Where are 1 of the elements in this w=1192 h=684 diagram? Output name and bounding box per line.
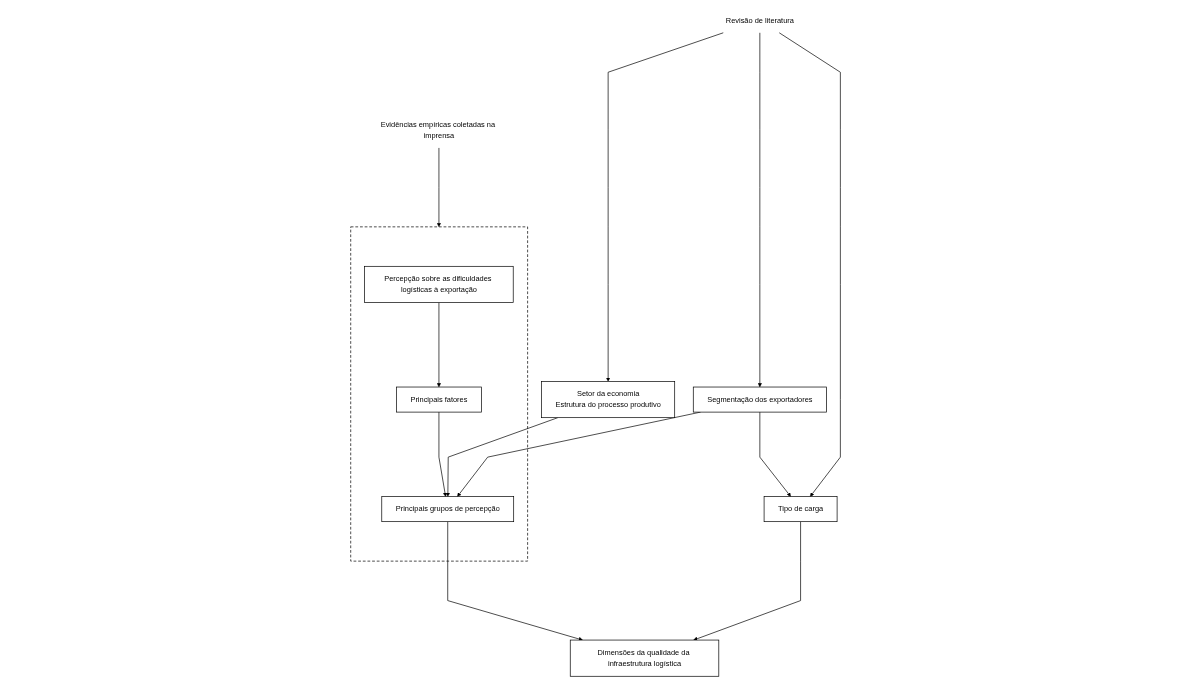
cluster <box>350 226 529 562</box>
